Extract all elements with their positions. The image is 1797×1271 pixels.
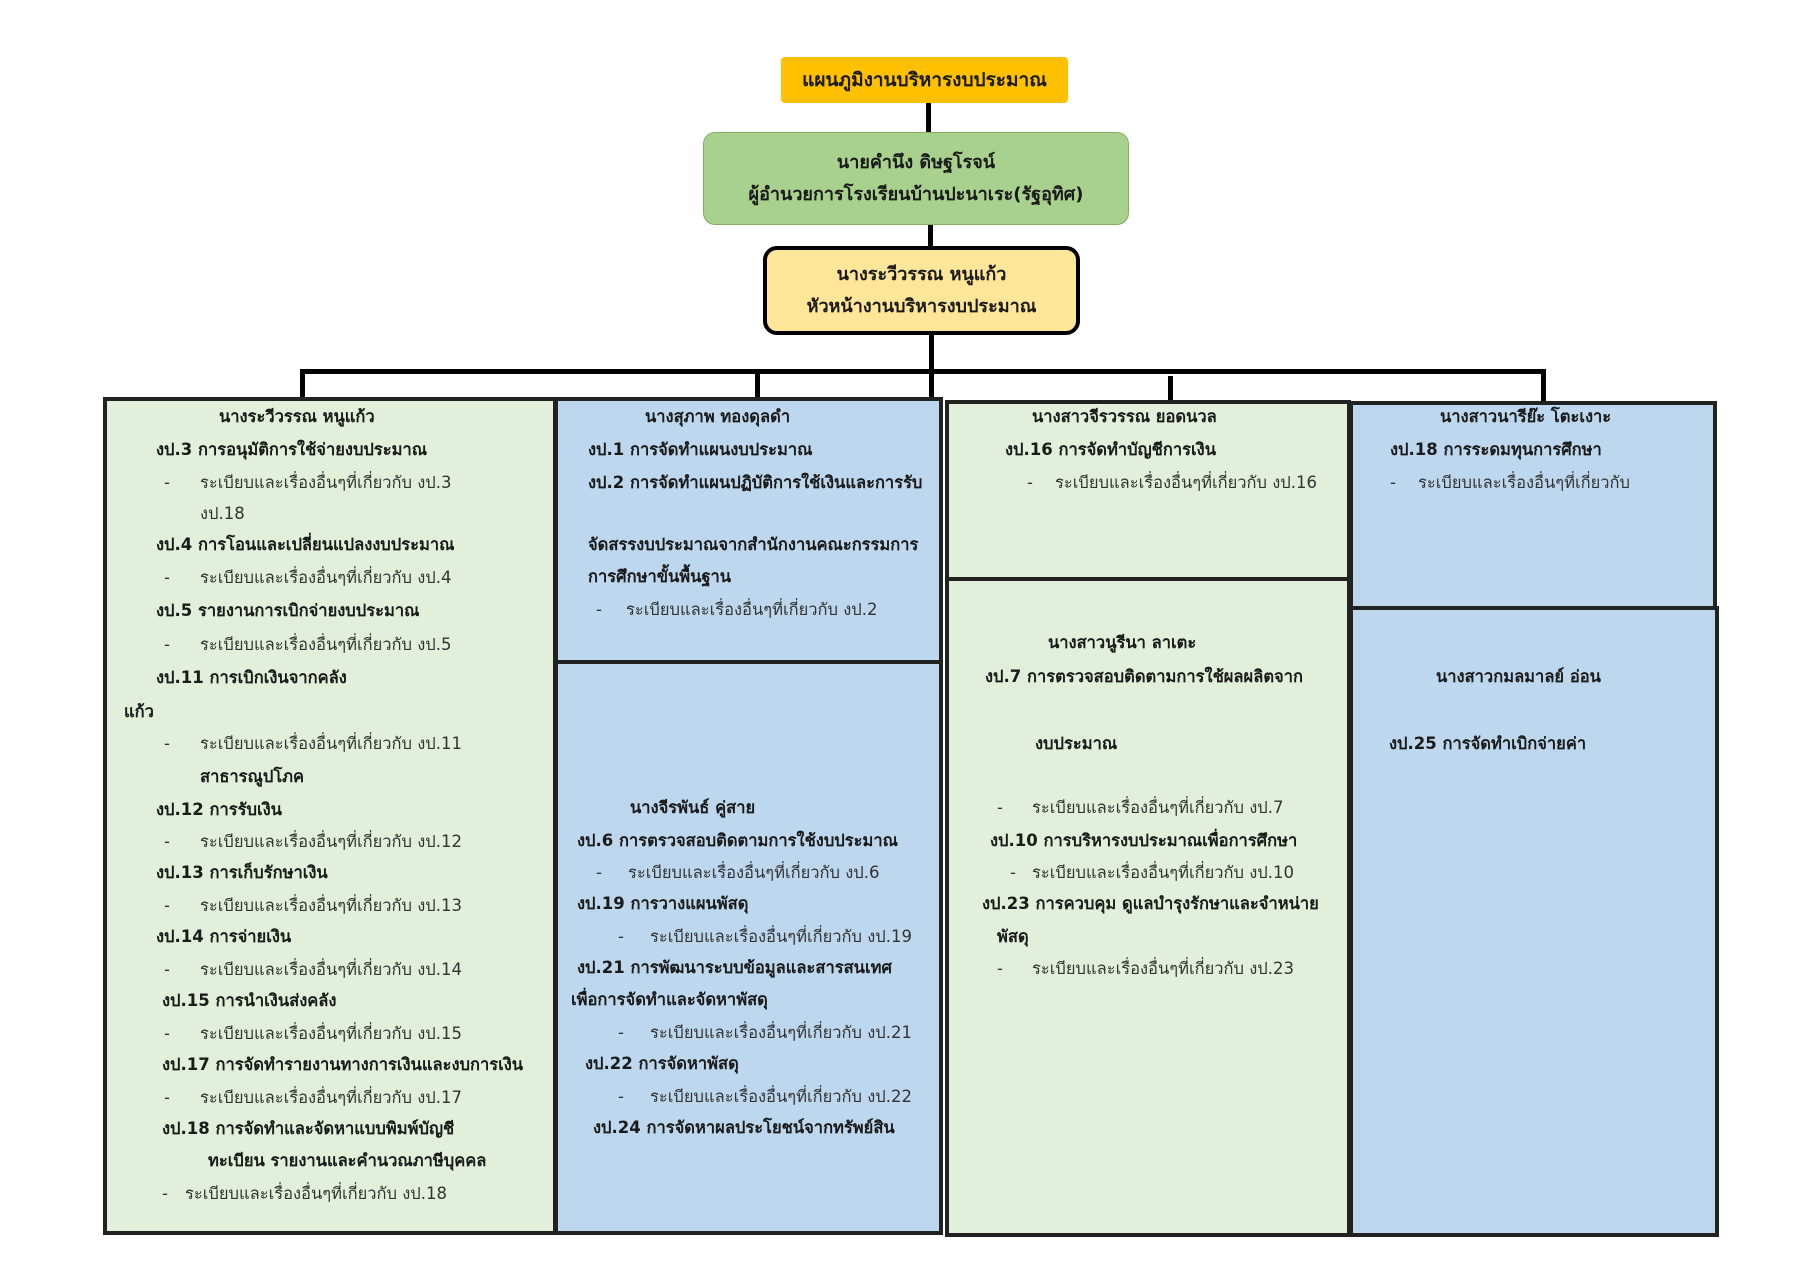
connector-title-director	[926, 103, 931, 133]
col1-subitem: ระเบียบและเรื่องอื่นๆที่เกี่ยวกับ งป.18	[185, 1184, 448, 1203]
col2a-bullet: -	[596, 600, 602, 619]
col1-bullet: -	[162, 1184, 168, 1203]
col1-item: งป.4 การโอนและเปลี่ยนแปลงงบประมาณ	[156, 535, 455, 554]
connector-drop-col4	[1541, 372, 1546, 404]
chart-title: แผนภูมิงานบริหารงบประมาณ	[781, 57, 1068, 103]
col1-bullet: -	[164, 960, 170, 979]
col3b-item: งป.23 การควบคุม ดูแลบำรุงรักษาและจำหน่าย	[982, 894, 1319, 913]
col1-item-cont: แก้ว	[124, 702, 154, 721]
col3b-subitem: ระเบียบและเรื่องอื่นๆที่เกี่ยวกับ งป.23	[1032, 959, 1295, 978]
col3a-bullet: -	[1027, 473, 1033, 492]
col2a-item-cont: การศึกษาขั้นพื้นฐาน	[588, 567, 732, 586]
col3b-bullet: -	[997, 798, 1003, 817]
col3b-item: งป.10 การบริหารงบประมาณเพื่อการศึกษา	[990, 831, 1298, 850]
col1-item: งป.15 การนำเงินส่งคลัง	[162, 991, 337, 1010]
col1-bullet: -	[164, 568, 170, 587]
connector-drop-col2	[755, 372, 760, 401]
col2b-item: งป.22 การจัดหาพัสดุ	[585, 1054, 739, 1073]
col2b-item: งป.19 การวางแผนพัสดุ	[577, 894, 749, 913]
col2b-name: นางจีรพันธ์ คู่สาย	[630, 798, 756, 817]
chart-title-text: แผนภูมิงานบริหารงบประมาณ	[802, 69, 1047, 91]
col4a-name: นางสาวนารีย๊ะ โตะเงาะ	[1440, 407, 1612, 426]
col3b-subitem: ระเบียบและเรื่องอื่นๆที่เกี่ยวกับ งป.10	[1032, 863, 1295, 882]
col1-item: งป.18 การจัดทำและจัดหาแบบพิมพ์บัญชี	[162, 1119, 455, 1138]
col1-subitem: ระเบียบและเรื่องอื่นๆที่เกี่ยวกับ งป.15	[200, 1024, 463, 1043]
connector-drop-col3	[1168, 376, 1173, 402]
col2a-item: งป.2 การจัดทำแผนปฏิบัติการใช้เงินและการร…	[588, 473, 923, 492]
col2b-subitem: ระเบียบและเรื่องอื่นๆที่เกี่ยวกับ งป.19	[650, 927, 913, 946]
col1-item: งป.3 การอนุมัติการใช้จ่ายงบประมาณ	[156, 440, 428, 459]
col1-subitem: ระเบียบและเรื่องอื่นๆที่เกี่ยวกับ งป.17	[200, 1088, 463, 1107]
connector-director-head	[928, 225, 933, 247]
col1-item: งป.11 การเบิกเงินจากคลัง	[156, 668, 347, 687]
col1-subitem: ระเบียบและเรื่องอื่นๆที่เกี่ยวกับ งป.3	[200, 473, 452, 492]
col1-bullet: -	[164, 896, 170, 915]
col3b-item-cont: งบประมาณ	[1035, 734, 1118, 753]
panel-col2b	[554, 660, 943, 1235]
col4b-name: นางสาวกมลมาลย์ อ่อน	[1436, 667, 1601, 686]
director-name: นายคำนึง ดิษฐโรจน์	[836, 151, 996, 173]
col2b-subitem: ระเบียบและเรื่องอื่นๆที่เกี่ยวกับ งป.22	[650, 1087, 913, 1106]
col1-bullet: -	[164, 832, 170, 851]
col3b-item-cont: พัสดุ	[997, 927, 1029, 946]
col4b-item: งป.25 การจัดทำเบิกจ่ายค่า	[1389, 734, 1587, 753]
director-box: นายคำนึง ดิษฐโรจน์ ผู้อำนวยการโรงเรียนบ้…	[703, 132, 1129, 225]
col1-bullet: -	[164, 734, 170, 753]
col2a-name: นางสุภาพ ทองดุลดำ	[645, 407, 791, 426]
col2b-bullet: -	[618, 1087, 624, 1106]
col2b-bullet: -	[618, 927, 624, 946]
col1-item: งป.17 การจัดทำรายงานทางการเงินและงบการเง…	[162, 1055, 524, 1074]
col2b-item: งป.21 การพัฒนาระบบข้อมูลและสารสนเทศ	[577, 958, 892, 977]
panel-col2a	[554, 397, 943, 664]
col1-name: นางระวีวรรณ หนูแก้ว	[219, 407, 375, 426]
col1-subitem: ระเบียบและเรื่องอื่นๆที่เกี่ยวกับ งป.12	[200, 832, 463, 851]
col1-subitem: ระเบียบและเรื่องอื่นๆที่เกี่ยวกับ งป.13	[200, 896, 463, 915]
head-name: นางระวีวรรณ หนูแก้ว	[836, 263, 1007, 285]
col2b-item: งป.24 การจัดหาผลประโยชน์จากทรัพย์สิน	[593, 1118, 895, 1137]
col3b-item: งป.7 การตรวจสอบติดตามการใช้ผลผลิตจาก	[985, 667, 1303, 686]
col2b-subitem: ระเบียบและเรื่องอื่นๆที่เกี่ยวกับ งป.6	[628, 863, 880, 882]
col3a-subitem: ระเบียบและเรื่องอื่นๆที่เกี่ยวกับ งป.16	[1055, 473, 1318, 492]
panel-col4b	[1349, 606, 1719, 1237]
head-position: หัวหน้างานบริหารงบประมาณ	[806, 295, 1037, 317]
col3a-name: นางสาวจีรวรรณ ยอดนวล	[1032, 407, 1217, 426]
col4a-bullet: -	[1390, 473, 1396, 492]
col1-bullet: -	[164, 473, 170, 492]
col1-item: งป.13 การเก็บรักษาเงิน	[156, 863, 328, 882]
col3a-item: งป.16 การจัดทำบัญชีการเงิน	[1005, 440, 1216, 459]
col3b-name: นางสาวนูรีนา ลาเตะ	[1048, 633, 1197, 652]
connector-bus	[300, 369, 1546, 374]
connector-drop-col1	[300, 369, 305, 401]
col1-bullet: -	[164, 635, 170, 654]
col1-subitem: ระเบียบและเรื่องอื่นๆที่เกี่ยวกับ งป.14	[200, 960, 463, 979]
col1-subitem: ระเบียบและเรื่องอื่นๆที่เกี่ยวกับ งป.5	[200, 635, 452, 654]
col2a-item-cont: จัดสรรงบประมาณจากสำนักงานคณะกรรมการ	[588, 535, 919, 554]
col2a-subitem: ระเบียบและเรื่องอื่นๆที่เกี่ยวกับ งป.2	[626, 600, 878, 619]
col1-subitem: ระเบียบและเรื่องอื่นๆที่เกี่ยวกับ งป.4	[200, 568, 452, 587]
col4a-subitem: ระเบียบและเรื่องอื่นๆที่เกี่ยวกับ	[1418, 473, 1631, 492]
col3b-bullet: -	[1010, 863, 1016, 882]
panel-col4a	[1349, 401, 1717, 610]
col2b-item-cont: เพื่อการจัดทำและจัดหาพัสดุ	[571, 990, 768, 1009]
col1-item: งป.12 การรับเงิน	[156, 800, 282, 819]
col1-item: งป.5 รายงานการเบิกจ่ายงบประมาณ	[156, 601, 420, 620]
col1-item-cont: ทะเบียน รายงานและคำนวณภาษีบุคคล	[208, 1151, 487, 1170]
col2b-bullet: -	[596, 863, 602, 882]
col1-subitem-cont: สาธารณูปโภค	[200, 767, 305, 786]
col1-subitem-cont: งป.18	[200, 504, 245, 523]
head-box: นางระวีวรรณ หนูแก้ว หัวหน้างานบริหารงบปร…	[763, 246, 1080, 335]
col1-subitem: ระเบียบและเรื่องอื่นๆที่เกี่ยวกับ งป.11	[200, 734, 463, 753]
col3b-bullet: -	[997, 959, 1003, 978]
col3b-subitem: ระเบียบและเรื่องอื่นๆที่เกี่ยวกับ งป.7	[1032, 798, 1284, 817]
col2a-item: งป.1 การจัดทำแผนงบประมาณ	[588, 440, 813, 459]
col4a-item: งป.18 การระดมทุนการศึกษา	[1390, 440, 1602, 459]
col2b-bullet: -	[618, 1023, 624, 1042]
col2b-subitem: ระเบียบและเรื่องอื่นๆที่เกี่ยวกับ งป.21	[650, 1023, 913, 1042]
col1-bullet: -	[164, 1088, 170, 1107]
director-position: ผู้อำนวยการโรงเรียนบ้านปะนาเระ(รัฐอุทิศ)	[748, 183, 1084, 205]
col2b-item: งป.6 การตรวจสอบติดตามการใช้งบประมาณ	[577, 831, 898, 850]
col1-bullet: -	[164, 1024, 170, 1043]
col1-item: งป.14 การจ่ายเงิน	[156, 927, 292, 946]
